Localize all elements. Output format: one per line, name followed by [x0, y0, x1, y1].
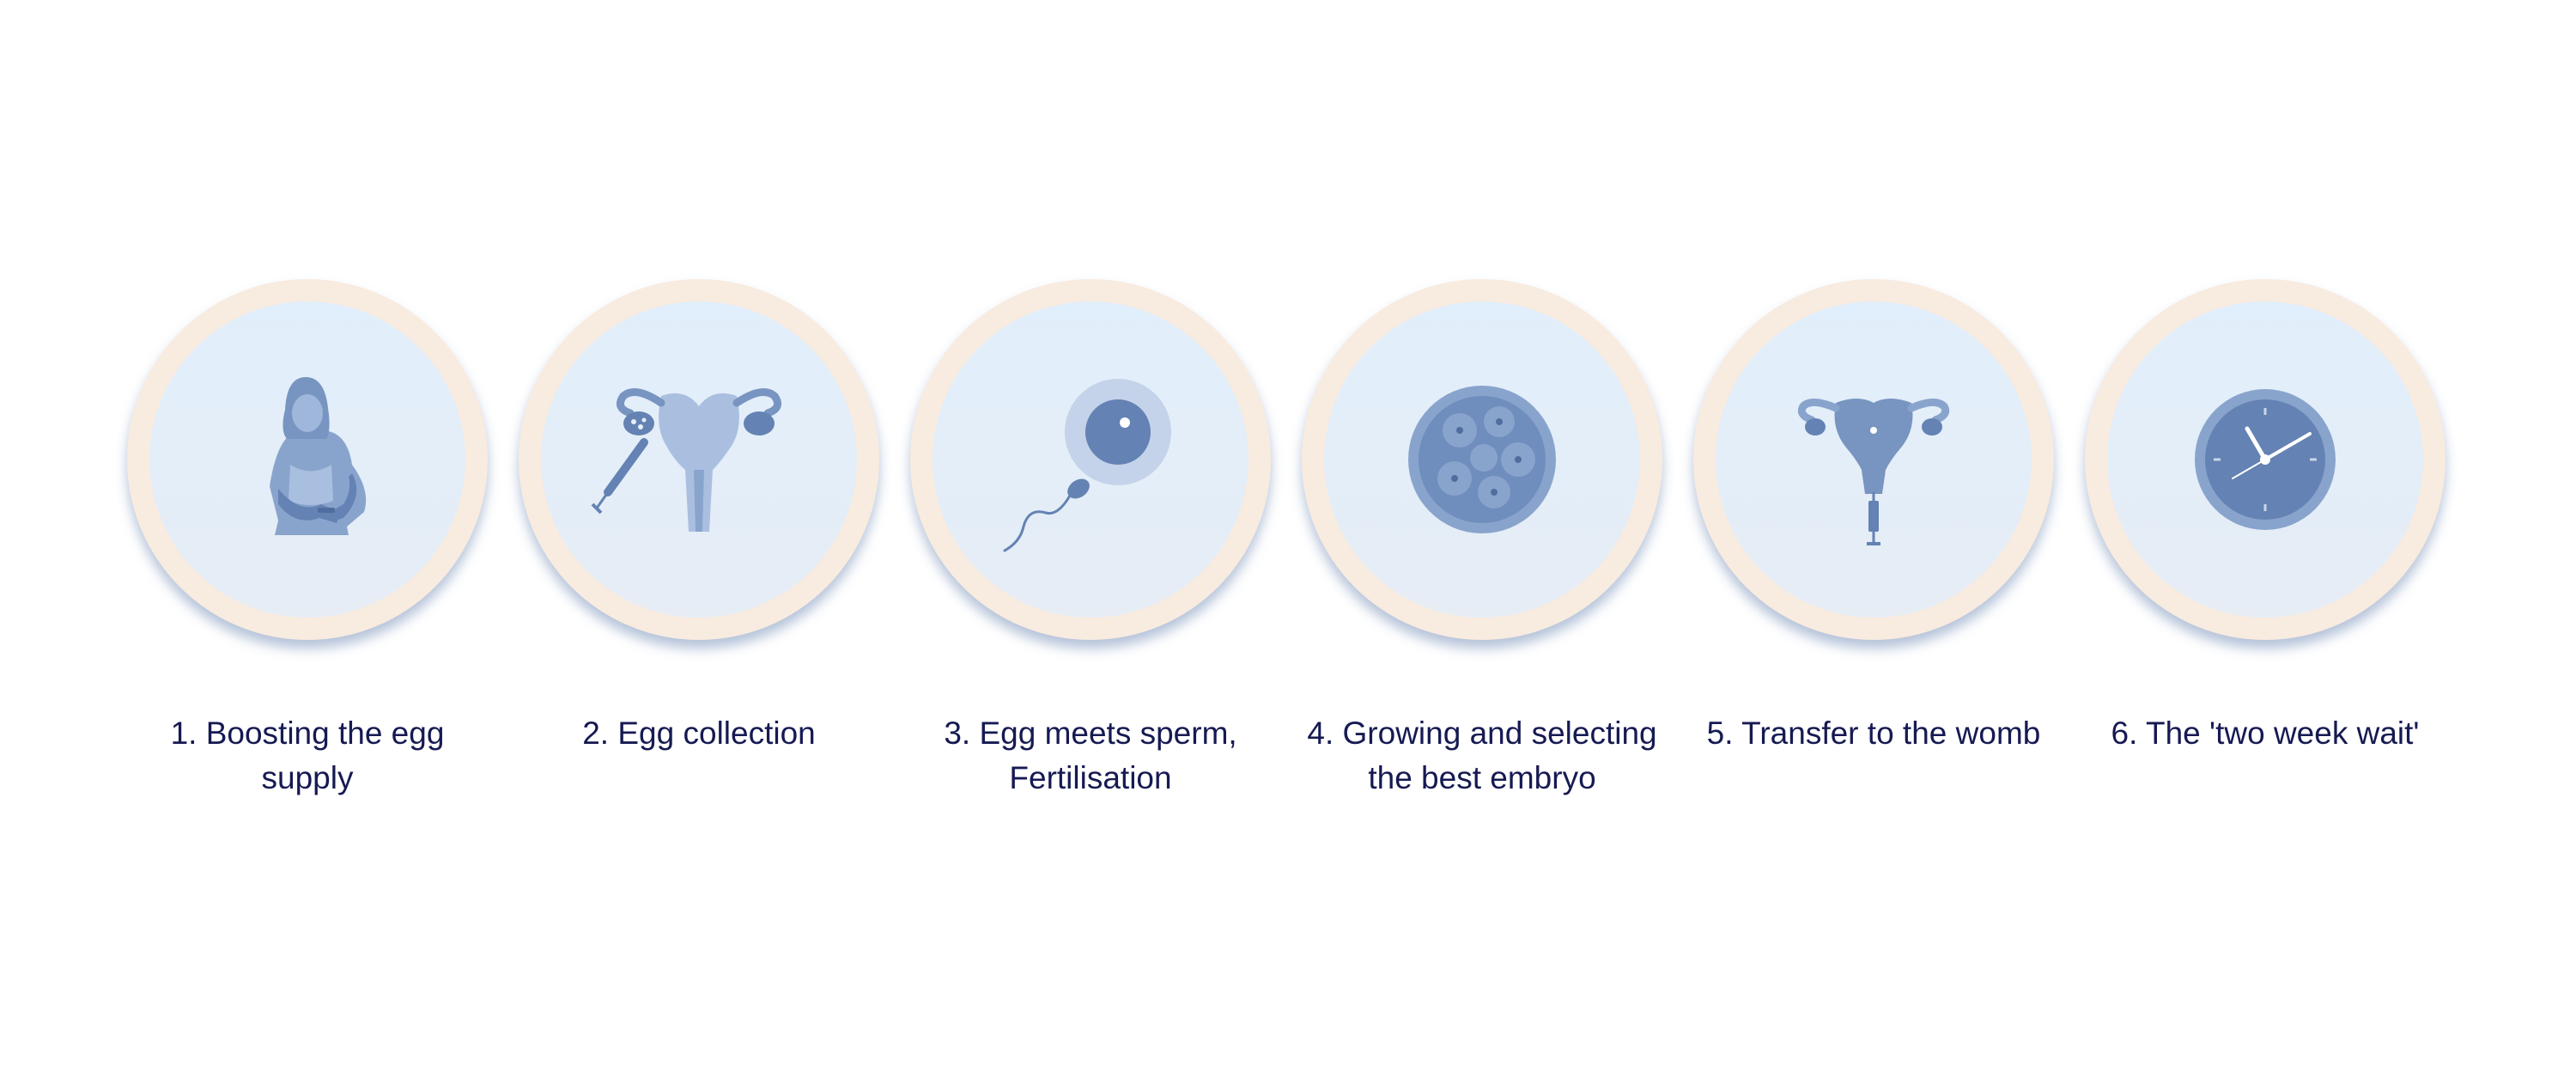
step-6-circle: [2085, 279, 2445, 640]
step-1-label: 1. Boosting the egg supply: [170, 716, 445, 795]
step-2-circle: [519, 279, 879, 640]
step-4-circle: [1302, 279, 1662, 640]
clock-icon: [2195, 389, 2336, 530]
uterus-needle-icon: [591, 388, 782, 532]
egg-sperm-icon: [1003, 379, 1171, 552]
step-5: 5. Transfer to the womb: [1676, 0, 2071, 1084]
step-3-circle: [910, 279, 1271, 640]
step-4: 4. Growing and selecting the best embryo: [1285, 0, 1680, 1084]
step-3-label: 3. Egg meets sperm, Fertilisation: [944, 716, 1237, 795]
embryo-icon: [1408, 386, 1556, 533]
step-2: 2. Egg collection: [501, 0, 896, 1084]
step-6-label: 6. The 'two week wait': [2111, 716, 2420, 751]
step-6: 6. The 'two week wait': [2068, 0, 2463, 1084]
uterus-transfer-icon: [1797, 399, 1950, 545]
woman-injecting-icon: [270, 377, 367, 535]
step-5-label: 5. Transfer to the womb: [1706, 716, 2041, 751]
step-1-circle: [127, 279, 488, 640]
step-3: 3. Egg meets sperm, Fertilisation: [893, 0, 1288, 1084]
step-2-label: 2. Egg collection: [582, 716, 816, 751]
step-5-circle: [1693, 279, 2054, 640]
step-1: 1. Boosting the egg supply: [110, 0, 505, 1084]
step-4-label: 4. Growing and selecting the best embryo: [1307, 716, 1657, 795]
